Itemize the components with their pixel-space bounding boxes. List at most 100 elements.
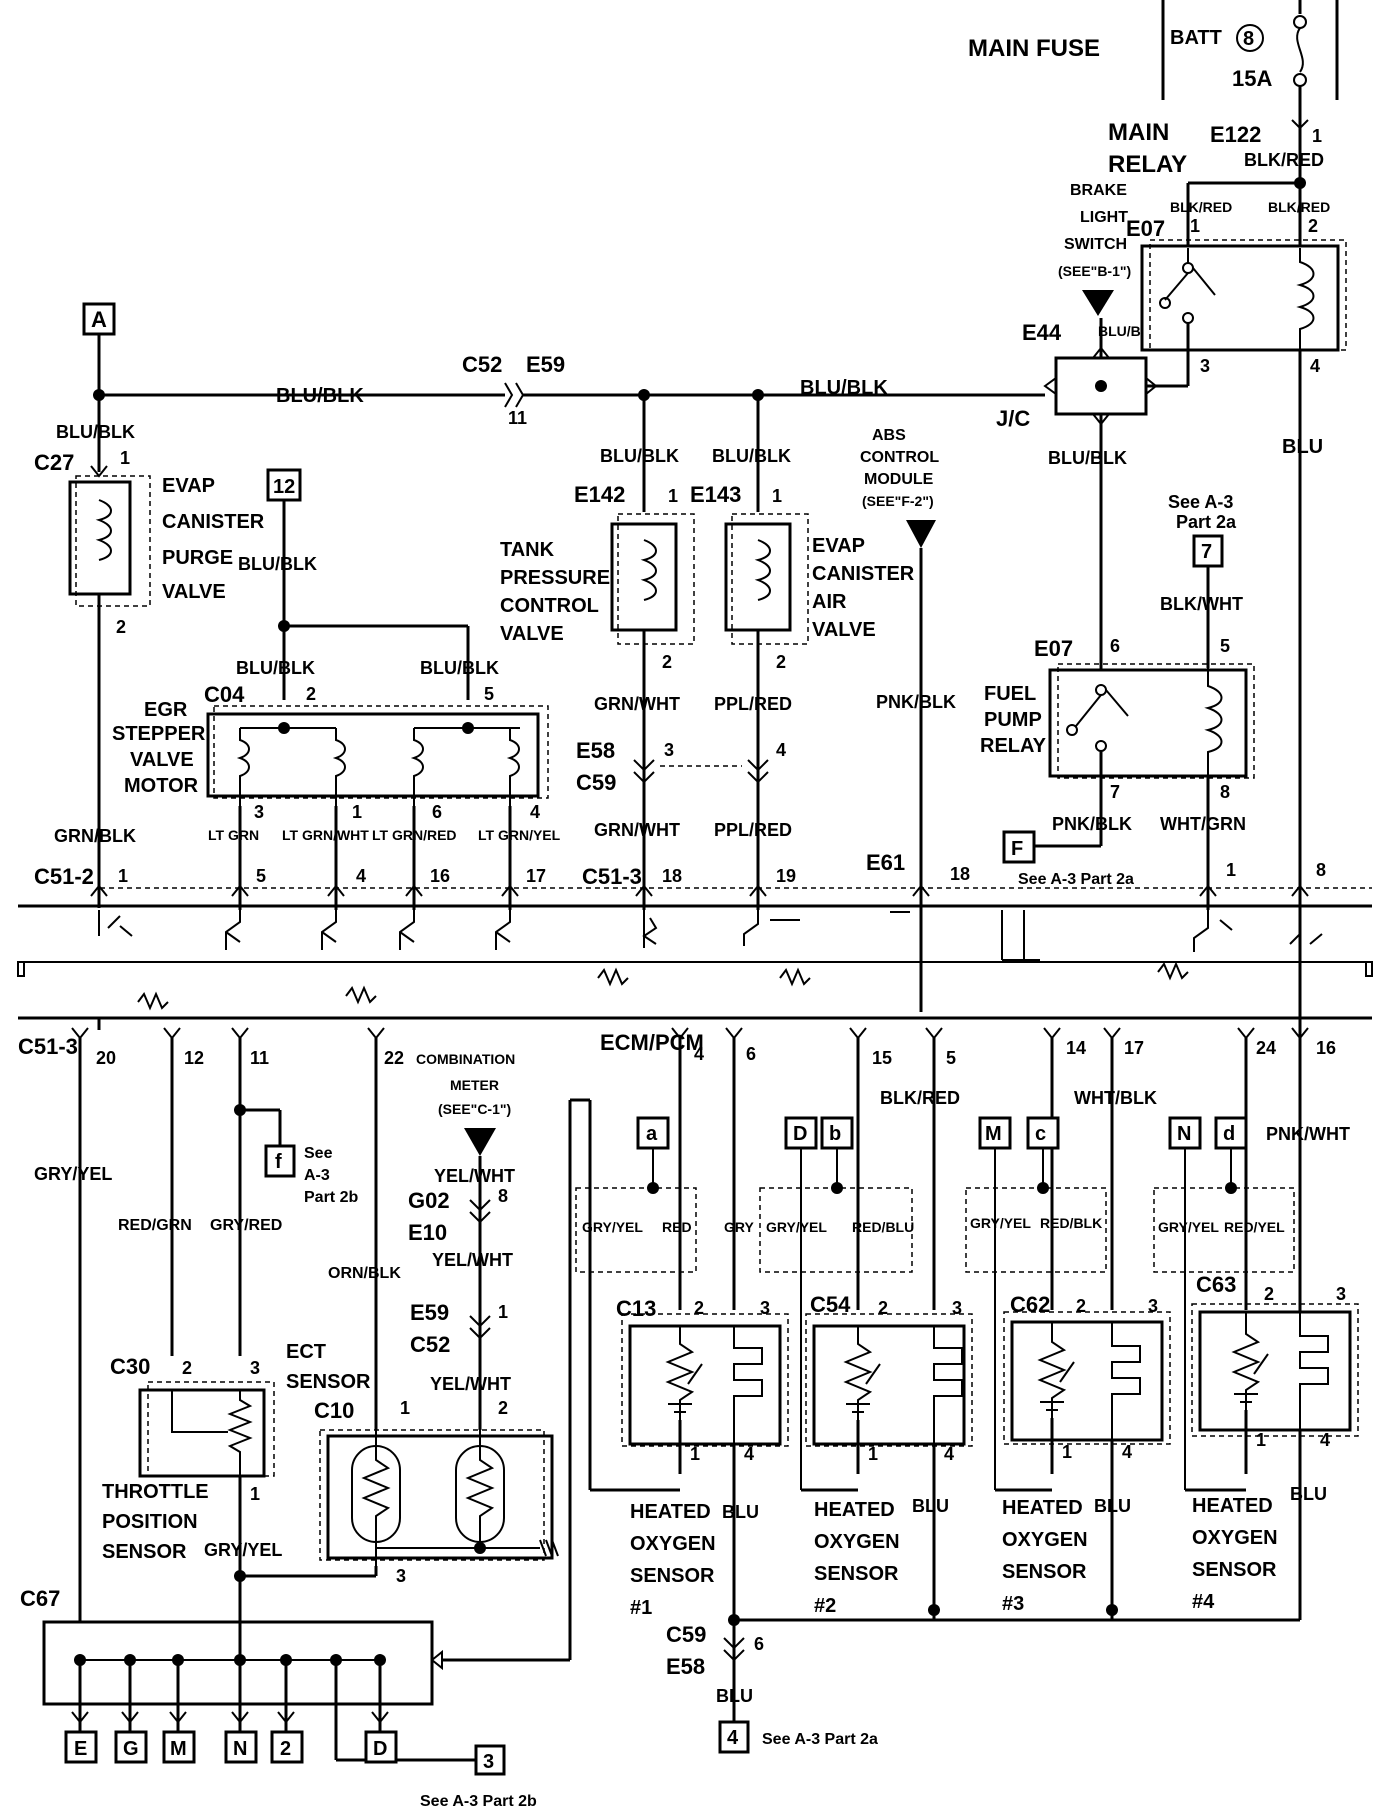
e142-pin2: 2 bbox=[662, 652, 672, 672]
connector-ref-g bbox=[114, 1730, 148, 1764]
yel-wht-2: YEL/WHT bbox=[432, 1250, 513, 1270]
arrow-down-icon bbox=[464, 1128, 496, 1156]
blk-red-o2-wire: BLK/RED bbox=[880, 1088, 960, 1108]
abs-label-4: (SEE"F-2") bbox=[862, 493, 934, 509]
c67-box-n: N bbox=[233, 1738, 247, 1760]
c51-pin-4: 4 bbox=[356, 866, 366, 886]
egr-pin3: 3 bbox=[254, 802, 264, 822]
c51-pin-16: 16 bbox=[430, 866, 450, 886]
c62-pin1: 1 bbox=[1062, 1442, 1072, 1462]
o2-1-w1: GRY/YEL bbox=[582, 1219, 643, 1235]
e58-pin4: 4 bbox=[776, 740, 786, 760]
e59-connector: E59 bbox=[526, 352, 565, 377]
c67-pin-arrows bbox=[71, 1711, 389, 1724]
o2-1-sensor: SENSOR bbox=[630, 1565, 715, 1587]
o2-heater-resistor-icon bbox=[843, 1326, 873, 1420]
egr-pin1: 1 bbox=[352, 802, 362, 822]
abs-label-3: MODULE bbox=[864, 471, 934, 488]
connector-ref-3 bbox=[474, 1744, 506, 1776]
c52-connector: C52 bbox=[462, 352, 502, 377]
fp-see-1: See A-3 bbox=[1168, 492, 1233, 512]
o2-sensor-4-box bbox=[1198, 1310, 1352, 1432]
c67-box-2: 2 bbox=[280, 1738, 291, 1760]
box-4-label: 4 bbox=[727, 1727, 739, 1749]
connector-ref-f bbox=[1002, 830, 1036, 864]
c51-pin-5: 5 bbox=[256, 866, 266, 886]
connector-ref-4 bbox=[718, 1720, 750, 1754]
c27-pin1: 1 bbox=[120, 448, 130, 468]
variable-arrow-icon bbox=[1059, 1361, 1075, 1383]
fp-wire-top: BLK/WHT bbox=[1160, 594, 1243, 614]
box-f-lower-label: f bbox=[275, 1151, 282, 1173]
e142-connector: E142 bbox=[574, 482, 625, 507]
tank-label-4: VALVE bbox=[500, 623, 564, 645]
fp-label-3: RELAY bbox=[980, 735, 1047, 757]
variable-arrow-icon bbox=[687, 1363, 703, 1385]
o2-1-gry: GRY bbox=[724, 1219, 754, 1235]
o2-3-tag2: M bbox=[985, 1123, 1002, 1145]
o2-3-sensor: SENSOR bbox=[1002, 1561, 1087, 1583]
f-see-1: See bbox=[304, 1145, 333, 1162]
variable-arrow-icon bbox=[1253, 1353, 1269, 1375]
relay-switch-icon bbox=[1192, 267, 1216, 296]
o2-4-heated: HEATED bbox=[1192, 1495, 1273, 1517]
c67-connector: C67 bbox=[20, 1586, 60, 1611]
e07-main-relay-connector: E07 bbox=[1126, 216, 1165, 241]
egr-wire-right: BLU/BLK bbox=[420, 658, 499, 678]
c59-pin6: 6 bbox=[754, 1634, 764, 1654]
connector-ref-m-lower bbox=[978, 1116, 1012, 1150]
bus-pin-11: 11 bbox=[508, 408, 527, 428]
connector-ref-d bbox=[364, 1730, 398, 1764]
e143-connector: E143 bbox=[690, 482, 741, 507]
brake-label-3: SWITCH bbox=[1064, 236, 1127, 253]
fp-pin8: 8 bbox=[1220, 782, 1230, 802]
box-a-label: A bbox=[91, 307, 107, 332]
tank-label-1: TANK bbox=[500, 539, 555, 561]
fp-see-2: Part 2a bbox=[1176, 512, 1237, 532]
o2-4-blu: BLU bbox=[1290, 1484, 1327, 1504]
ect-sensor-box bbox=[326, 1434, 554, 1560]
fp-wire-bottom-right: WHT/GRN bbox=[1160, 814, 1246, 834]
egr-motor-box bbox=[206, 712, 540, 798]
egr-wire-1: LT GRN bbox=[208, 827, 259, 843]
connector-ref-f-lower bbox=[264, 1144, 296, 1178]
o2-4-w1: GRY/YEL bbox=[1158, 1219, 1219, 1235]
tps-label-2: POSITION bbox=[102, 1511, 198, 1533]
ecm-pin-11: 11 bbox=[250, 1048, 269, 1068]
batt-number: 8 bbox=[1243, 28, 1254, 50]
c13-pin4: 4 bbox=[744, 1444, 754, 1464]
bus-wire-left-label: BLU/BLK bbox=[276, 385, 364, 407]
e122-connector: E122 bbox=[1210, 122, 1261, 147]
egr-wire-top: BLU/BLK bbox=[238, 554, 317, 574]
ecm-pin-14: 14 bbox=[1066, 1038, 1086, 1058]
blk-red-wire-label: BLK/RED bbox=[1244, 150, 1324, 170]
purge-label-3: PURGE bbox=[162, 547, 233, 569]
relay-pin4: 4 bbox=[1310, 356, 1320, 376]
air-valve-box bbox=[724, 522, 792, 632]
e122-pin: 1 bbox=[1312, 126, 1322, 146]
egr-pin6: 6 bbox=[432, 802, 442, 822]
o2-1-blu: BLU bbox=[722, 1502, 759, 1522]
e10-connector: E10 bbox=[408, 1220, 447, 1245]
purge-label-2: CANISTER bbox=[162, 511, 265, 533]
fuse-amperage: 15A bbox=[1232, 66, 1272, 91]
e58-lower-connector: E58 bbox=[666, 1654, 705, 1679]
bus-wire-right-label: BLU/BLK bbox=[800, 377, 888, 399]
wht-blk-o2-wire: WHT/BLK bbox=[1074, 1088, 1157, 1108]
fp-pin7: 7 bbox=[1110, 782, 1120, 802]
o2-4-sensor: SENSOR bbox=[1192, 1559, 1277, 1581]
c63-pin1: 1 bbox=[1256, 1430, 1266, 1450]
c51-pin-19: 19 bbox=[776, 866, 796, 886]
ecm-pin-4: 4 bbox=[694, 1044, 704, 1064]
purge-label-1: EVAP bbox=[162, 475, 215, 497]
ecm-pin-16: 16 bbox=[1316, 1038, 1336, 1058]
c04-pin5: 5 bbox=[484, 684, 494, 704]
g02-pin8: 8 bbox=[498, 1186, 508, 1206]
o2-4-num: #4 bbox=[1192, 1591, 1215, 1613]
o2-2-w1: GRY/YEL bbox=[766, 1219, 827, 1235]
c67-box-d: D bbox=[373, 1738, 387, 1760]
fp-label-1: FUEL bbox=[984, 683, 1036, 705]
c62-pin3: 3 bbox=[1148, 1296, 1158, 1316]
connector-ref-12 bbox=[266, 468, 302, 502]
